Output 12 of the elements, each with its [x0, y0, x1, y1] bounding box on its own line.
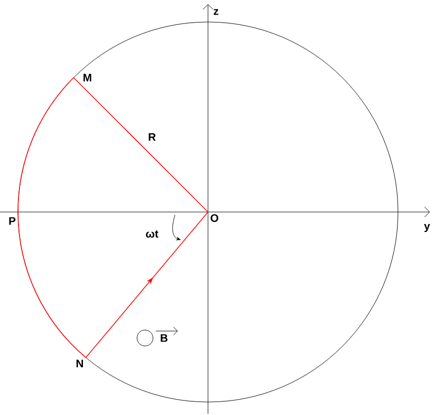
axis-label: z [214, 9, 218, 15]
point-label: M [84, 74, 92, 82]
edge-line [73, 77, 208, 212]
angle-label: ωt [146, 230, 158, 238]
point-label: P [9, 217, 16, 225]
axis-label: y [424, 224, 430, 232]
edge-line [18, 212, 86, 358]
vector-label: B [156, 326, 178, 342]
point-label: N [76, 360, 83, 368]
radius-label: R [148, 133, 156, 141]
edge-line [86, 212, 208, 358]
point-label: O [210, 214, 218, 222]
